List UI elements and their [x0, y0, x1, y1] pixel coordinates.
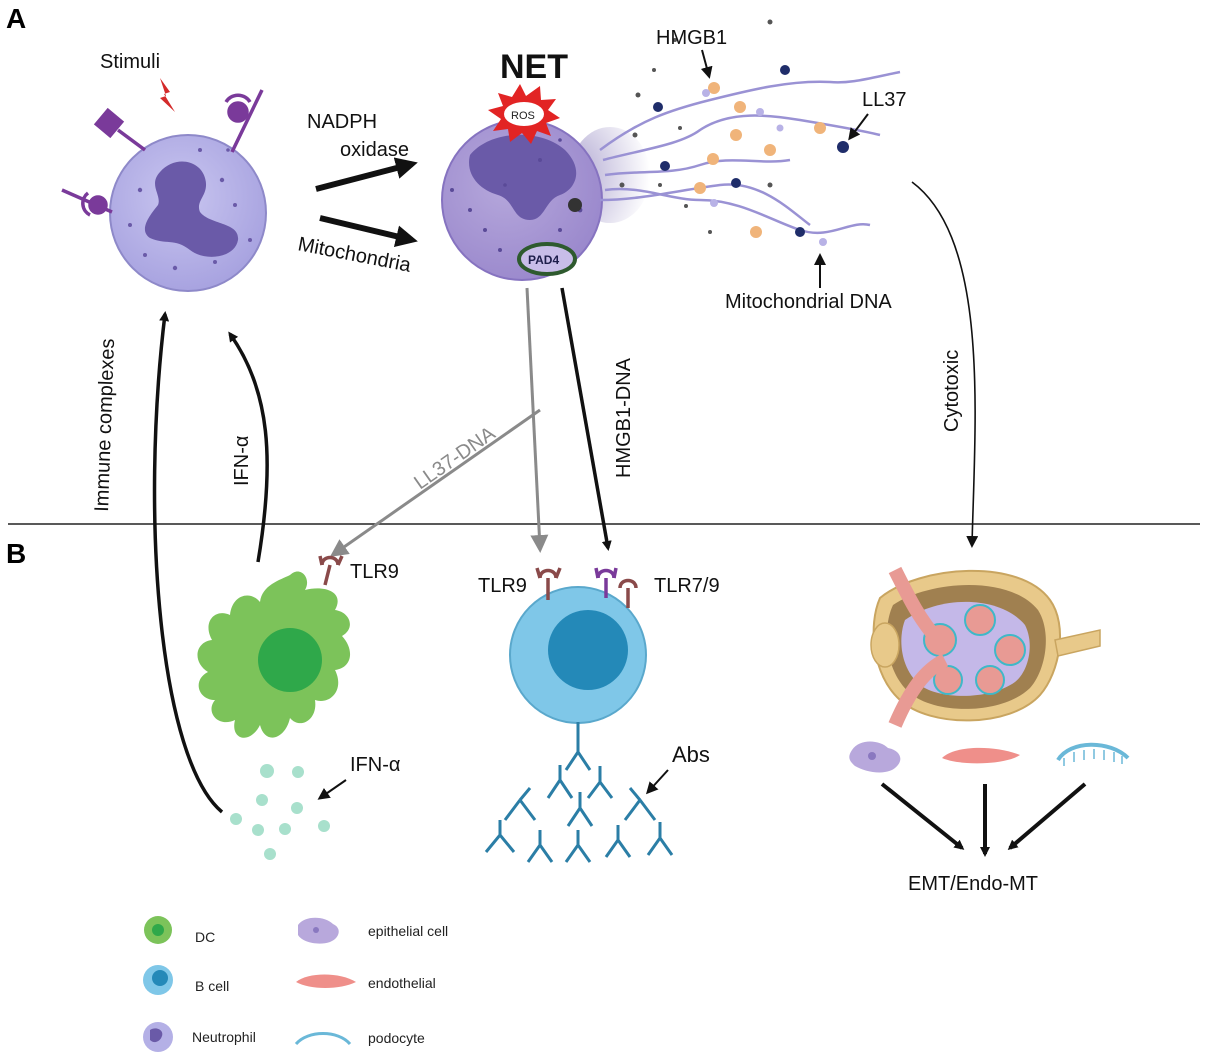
mito-dna-label: Mitochondrial DNA	[725, 291, 892, 313]
cytotoxic-label: Cytotoxic	[941, 350, 963, 432]
endothelial-cell-icon	[942, 747, 1020, 764]
pad4-label: PAD4	[528, 253, 559, 267]
b-cell: TLR9 TLR7/9	[478, 567, 720, 752]
legend-neutrophil-icon	[143, 1022, 173, 1052]
hmgb1-label: HMGB1	[656, 27, 727, 49]
legend-b-cell-label: B cell	[195, 978, 229, 994]
cytotoxic-arrow	[911, 181, 979, 548]
legend: DC B cell Neutrophil epithelial cell end…	[143, 916, 448, 1052]
net-granules	[619, 19, 849, 246]
tlr79-label: TLR7/9	[654, 575, 720, 597]
immune-complexes-label: Immune complexes	[91, 338, 119, 512]
legend-epithelial-label: epithelial cell	[368, 923, 448, 939]
legend-podocyte-label: podocyte	[368, 1030, 425, 1046]
panel-label-a: A	[6, 3, 26, 34]
dc-ifn-alpha-label: IFN-α	[350, 754, 400, 776]
dc-tlr9-label: TLR9	[350, 561, 399, 583]
dc-ifn-alpha-pointer	[317, 779, 347, 800]
b-tlr9-label: TLR9	[478, 575, 527, 597]
oxidase-label: oxidase	[340, 139, 409, 161]
nadph-arrow	[315, 157, 418, 192]
b-tlr79-receptor	[594, 567, 618, 598]
ll37-pointer	[848, 113, 869, 141]
legend-podocyte-icon	[294, 1032, 352, 1046]
net-title: NET	[500, 48, 568, 86]
net-nucleus	[469, 134, 577, 220]
hmgb1-dna-label: HMGB1-DNA	[613, 357, 635, 478]
ll37-dna-label: LL37-DNA	[410, 422, 500, 494]
ifn-alpha-droplets	[230, 764, 330, 860]
hmgb1-pointer	[700, 49, 713, 79]
abs-pointer	[645, 769, 669, 795]
nadph-label: NADPH	[307, 111, 377, 133]
ll37-dna-arrow-to-dc	[329, 408, 541, 557]
net-fibers	[599, 70, 901, 235]
ros-label: ROS	[511, 110, 535, 122]
net-neutrophil: ROS PAD4 NET	[441, 48, 650, 281]
mitochondria-arrow	[319, 215, 418, 247]
antibodies	[484, 751, 674, 863]
stimuli-label: Stimuli	[100, 51, 160, 73]
legend-neutrophil-label: Neutrophil	[192, 1029, 256, 1045]
glomerulus	[870, 566, 1101, 728]
podocyte-icon	[1056, 742, 1130, 762]
legend-endothelial-icon	[296, 974, 356, 988]
stimuli-lightning-icon	[160, 78, 175, 112]
ll37-dna-arrow-to-b-cell	[525, 287, 549, 553]
pad4-enzyme	[517, 242, 577, 276]
immune-complexes-arrow	[152, 311, 224, 814]
neutrophil-receptors	[61, 89, 264, 217]
neutrophil-nucleus	[144, 161, 239, 257]
mitochondria-label: Mitochondria	[296, 233, 413, 277]
legend-dc-label: DC	[195, 929, 215, 945]
legend-endothelial-label: endothelial	[368, 975, 436, 991]
dc-tlr9-receptor	[318, 555, 344, 586]
resting-neutrophil: Stimuli	[61, 51, 267, 292]
panel-label-b: B	[6, 538, 26, 569]
abs-label: Abs	[672, 742, 710, 767]
ifn-alpha-arrow-label: IFN-α	[231, 436, 253, 486]
b-tlr9-receptor	[535, 567, 562, 600]
legend-dc-icon	[144, 916, 172, 944]
emt-label: EMT/Endo-MT	[908, 873, 1038, 895]
ifn-alpha-arrow	[228, 331, 269, 563]
podocyte-to-emt-arrow	[1007, 782, 1087, 850]
hmgb1-dna-arrow	[560, 287, 612, 551]
dendritic-cell: TLR9	[197, 555, 399, 738]
legend-b-cell-icon	[143, 965, 173, 995]
epithelial-to-emt-arrow	[880, 782, 965, 850]
ll37-label: LL37	[862, 89, 907, 111]
